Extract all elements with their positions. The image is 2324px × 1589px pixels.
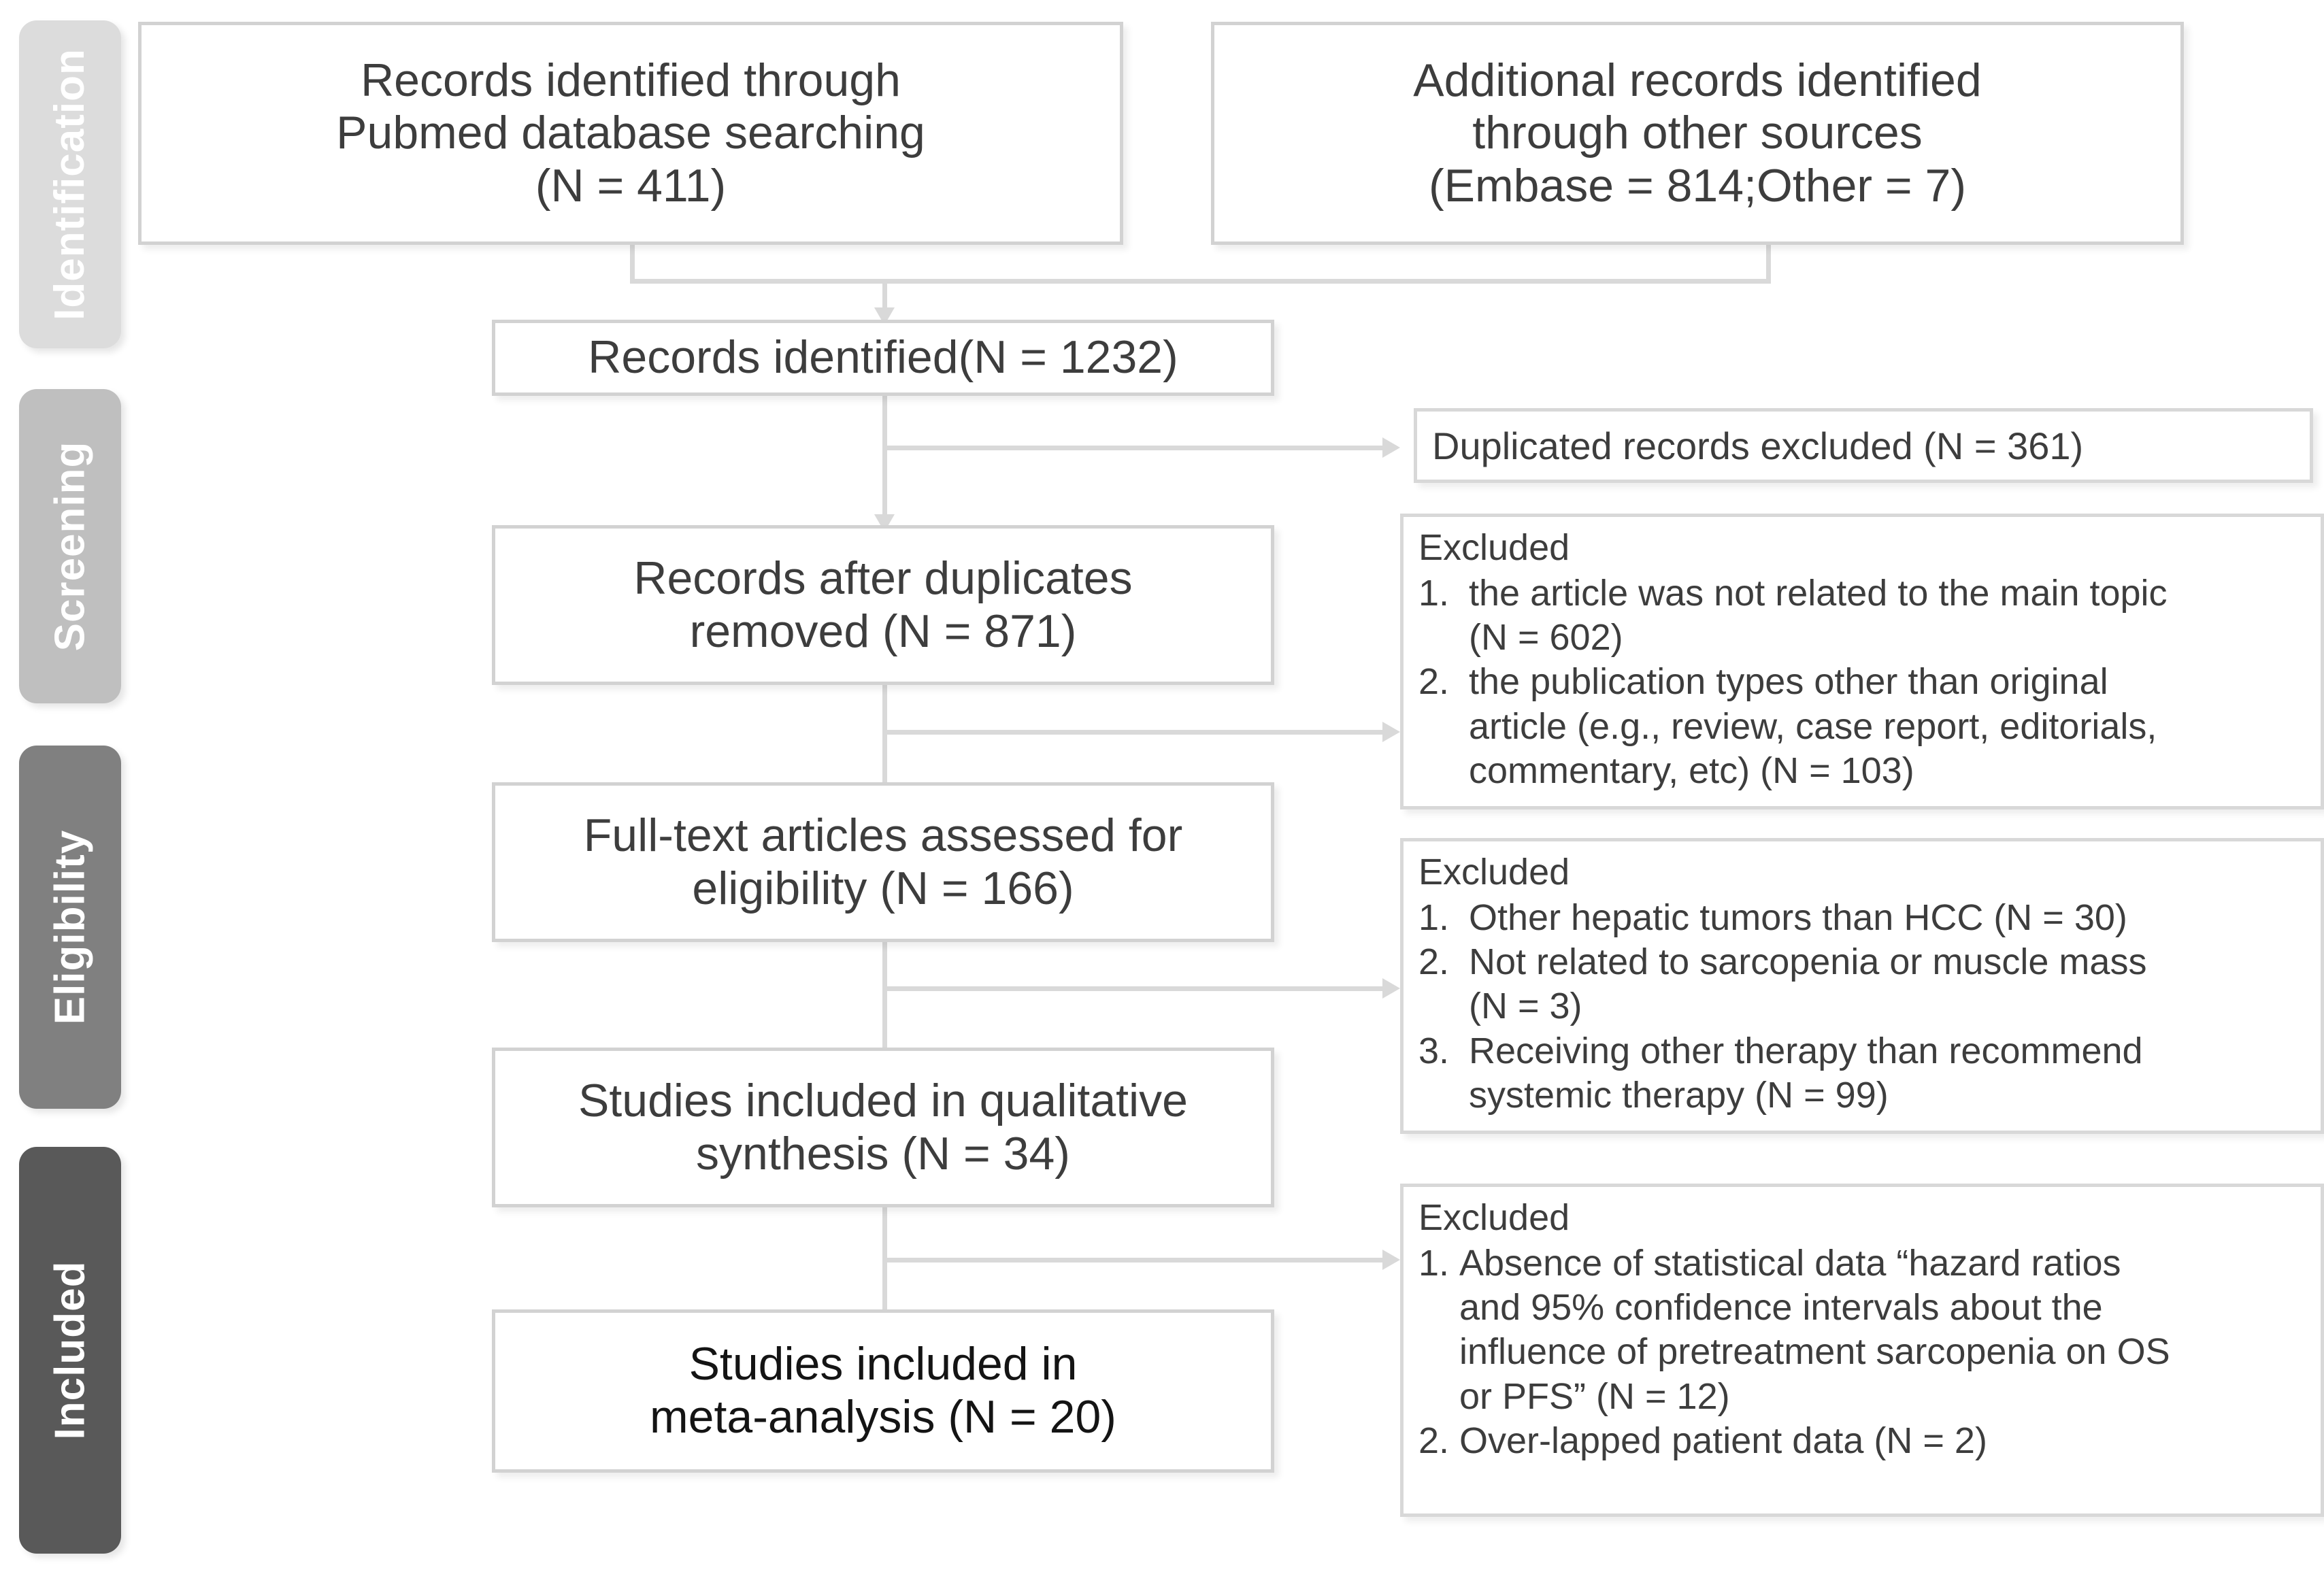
exclusion-item-line: Absence of statistical data “hazard rati… bbox=[1459, 1242, 2121, 1284]
flowbox-line: Records identified through bbox=[361, 54, 901, 106]
stage-tab-eligibility: Eligibility bbox=[19, 746, 121, 1109]
exclusion-list: 1. Absence of statistical data “hazard r… bbox=[1418, 1241, 2307, 1464]
flowbox-line: meta-analysis (N = 20) bbox=[650, 1391, 1116, 1443]
exclusion-item-line: influence of pretreatment sarcopenia on … bbox=[1459, 1331, 2170, 1373]
flowbox-line: Full-text articles assessed for bbox=[583, 809, 1183, 861]
flowbox-line: Records identified(N = 1232) bbox=[588, 331, 1178, 384]
exclusion-item-text: Other hepatic tumors than HCC (N = 30) bbox=[1469, 896, 2307, 940]
stage-tab-included: Included bbox=[19, 1147, 121, 1554]
exclusion-item-number: 1. bbox=[1418, 1242, 1450, 1284]
arrow-to-eligibility-excluded bbox=[1382, 978, 1400, 999]
exclusion-text: Duplicated records excluded (N = 361) bbox=[1432, 424, 2084, 468]
flowbox-pubmed-records: Records identified through Pubmed databa… bbox=[138, 22, 1123, 245]
exclusion-item-line: or PFS” (N = 12) bbox=[1459, 1375, 1730, 1417]
connector-qualitative-down bbox=[882, 1207, 887, 1323]
exclusionbox-screening: Excluded 1. the article was not related … bbox=[1400, 514, 2324, 809]
flowbox-line: Studies included in bbox=[688, 1338, 1078, 1390]
flowbox-other-records: Additional records identified through ot… bbox=[1211, 22, 2184, 245]
flowbox-line: eligibility (N = 166) bbox=[692, 862, 1074, 914]
exclusion-item: 2. Not related to sarcopenia or muscle m… bbox=[1418, 940, 2307, 1029]
exclusion-item-number: 3. bbox=[1418, 1030, 1450, 1071]
stage-tab-screening: Screening bbox=[19, 389, 121, 703]
stage-tab-label: Eligibility bbox=[46, 829, 93, 1025]
flowbox-line: (N = 411) bbox=[535, 159, 727, 212]
exclusion-item-line: Other hepatic tumors than HCC (N = 30) bbox=[1469, 897, 2127, 938]
exclusion-item-line: and 95% confidence intervals about the bbox=[1459, 1287, 2103, 1328]
exclusion-item-number: 2. bbox=[1418, 1420, 1450, 1462]
exclusion-list: 1. Other hepatic tumors than HCC (N = 30… bbox=[1418, 896, 2307, 1118]
flowbox-line: synthesis (N = 34) bbox=[696, 1127, 1070, 1180]
connector-other-down bbox=[1766, 242, 1771, 283]
flowbox-fulltext-assessed: Full-text articles assessed for eligibil… bbox=[492, 782, 1274, 942]
exclusion-item-text: Receiving other therapy than recommend s… bbox=[1469, 1029, 2307, 1118]
arrow-to-included-excluded bbox=[1382, 1250, 1400, 1270]
exclusion-item-line: the publication types other than origina… bbox=[1469, 661, 2108, 703]
exclusion-item-text: the publication types other than origina… bbox=[1469, 660, 2307, 793]
connector-branch-eligibility-excluded bbox=[882, 986, 1386, 991]
connector-branch-screening-excluded bbox=[882, 730, 1386, 735]
arrow-to-screening-excluded bbox=[1382, 722, 1400, 742]
exclusion-item: 2. the publication types other than orig… bbox=[1418, 660, 2307, 793]
exclusion-heading: Excluded bbox=[1418, 527, 1570, 568]
exclusion-item-number: 2. bbox=[1418, 661, 1450, 703]
connector-merged-down bbox=[882, 396, 887, 518]
stage-tab-label: Identification bbox=[46, 48, 93, 320]
flowbox-line: Studies included in qualitative bbox=[578, 1074, 1188, 1126]
exclusion-item-line: (N = 602) bbox=[1469, 617, 1623, 658]
exclusion-list: 1. the article was not related to the ma… bbox=[1418, 571, 2307, 794]
flowbox-qualitative-synthesis: Studies included in qualitative synthesi… bbox=[492, 1048, 1274, 1207]
connector-pubmed-down bbox=[630, 242, 635, 283]
flowbox-meta-analysis: Studies included in meta-analysis (N = 2… bbox=[492, 1309, 1274, 1473]
exclusion-item-number: 1. bbox=[1418, 572, 1450, 614]
exclusion-item-line: article (e.g., review, case report, edit… bbox=[1469, 705, 2157, 747]
flowbox-line: Additional records identified bbox=[1413, 54, 1982, 106]
exclusion-heading: Excluded bbox=[1418, 1197, 1570, 1238]
flowbox-line: (Embase = 814;Other = 7) bbox=[1429, 159, 1966, 212]
exclusion-item-text: the article was not related to the main … bbox=[1469, 571, 2307, 660]
connector-join-to-merged bbox=[882, 279, 887, 314]
exclusion-item: 2. Over-lapped patient data (N = 2) bbox=[1418, 1419, 2307, 1463]
exclusionbox-duplicates: Duplicated records excluded (N = 361) bbox=[1414, 408, 2313, 483]
connector-branch-included-excluded bbox=[882, 1258, 1386, 1262]
exclusion-item: 1. the article was not related to the ma… bbox=[1418, 571, 2307, 660]
connector-fulltext-down bbox=[882, 942, 887, 1058]
connector-deduped-down bbox=[882, 685, 887, 801]
arrow-to-duplicates-box bbox=[1382, 437, 1400, 458]
stage-tab-label: Included bbox=[46, 1260, 93, 1440]
exclusion-item-text: Not related to sarcopenia or muscle mass… bbox=[1469, 940, 2307, 1029]
exclusion-item-line: (N = 3) bbox=[1469, 986, 1582, 1027]
exclusion-item-line: Receiving other therapy than recommend bbox=[1469, 1030, 2143, 1071]
exclusion-item-line: Not related to sarcopenia or muscle mass bbox=[1469, 941, 2147, 983]
exclusion-item-line: systemic therapy (N = 99) bbox=[1469, 1075, 1889, 1116]
connector-join-bar bbox=[630, 279, 1771, 284]
connector-branch-duplicates bbox=[882, 446, 1386, 450]
exclusion-item-line: the article was not related to the main … bbox=[1469, 572, 2168, 614]
exclusion-item-line: commentary, etc) (N = 103) bbox=[1469, 750, 1914, 792]
exclusion-item: 3. Receiving other therapy than recommen… bbox=[1418, 1029, 2307, 1118]
flowbox-records-after-duplicates: Records after duplicates removed (N = 87… bbox=[492, 525, 1274, 685]
stage-tab-label: Screening bbox=[46, 441, 93, 652]
flowbox-line: through other sources bbox=[1472, 107, 1923, 159]
exclusionbox-included: Excluded 1. Absence of statistical data … bbox=[1400, 1184, 2324, 1517]
exclusion-item-text: Over-lapped patient data (N = 2) bbox=[1459, 1419, 2307, 1463]
exclusion-item-number: 1. bbox=[1418, 897, 1450, 938]
flowbox-line: Pubmed database searching bbox=[336, 107, 925, 159]
flowbox-line: Records after duplicates bbox=[633, 552, 1133, 604]
flowbox-line: removed (N = 871) bbox=[689, 605, 1077, 657]
exclusionbox-eligibility: Excluded 1. Other hepatic tumors than HC… bbox=[1400, 838, 2324, 1134]
stage-tab-identification: Identification bbox=[19, 20, 121, 348]
exclusion-item-text: Absence of statistical data “hazard rati… bbox=[1459, 1241, 2307, 1419]
exclusion-item: 1. Absence of statistical data “hazard r… bbox=[1418, 1241, 2307, 1419]
exclusion-item-number: 2. bbox=[1418, 941, 1450, 983]
exclusion-item: 1. Other hepatic tumors than HCC (N = 30… bbox=[1418, 896, 2307, 940]
exclusion-heading: Excluded bbox=[1418, 852, 1570, 892]
flowbox-records-identified: Records identified(N = 1232) bbox=[492, 320, 1274, 396]
exclusion-item-line: Over-lapped patient data (N = 2) bbox=[1459, 1420, 1987, 1462]
